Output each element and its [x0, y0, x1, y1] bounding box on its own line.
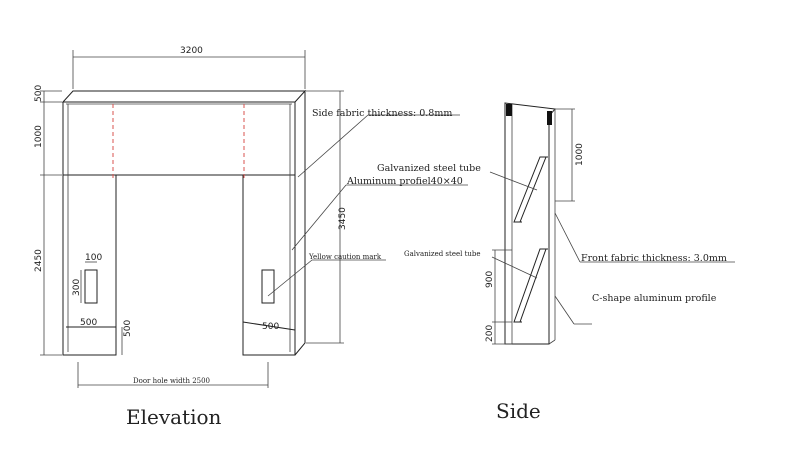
dim-slot-width-100: 100	[85, 253, 102, 263]
side-view: 1000 900 200 Galvanized steel tube Galva…	[377, 102, 735, 423]
note-front-fabric-thickness: Front fabric thickness: 3.0mm	[581, 253, 727, 264]
dim-foot-height-500: 500	[123, 320, 133, 337]
caution-slot-left	[84, 269, 98, 304]
dim-foot-right-500: 500	[262, 322, 279, 332]
dim-width-3200: 3200	[180, 46, 203, 56]
elevation-outline	[61, 89, 307, 356]
note-c-shape-aluminum: C-shape aluminum profile	[592, 293, 717, 304]
side-dim-mid-900: 900	[485, 271, 495, 288]
note-aluminum-profile: Aluminum profiel40×40	[346, 176, 463, 187]
door-hole-width-label: Door hole width 2500	[133, 377, 210, 385]
dim-top-500: 500	[34, 85, 44, 102]
side-dim-upper-1000: 1000	[575, 143, 585, 166]
dim-slot-height-300: 300	[72, 279, 82, 296]
caution-slot-right	[261, 269, 275, 304]
elevation-view: 3200 500 1000 2450 3450 100 300 500 500 …	[34, 46, 468, 429]
dim-total-3450: 3450	[338, 207, 348, 230]
note-galvanized-tube-upper: Galvanized steel tube	[377, 163, 481, 174]
dim-foot-left-500: 500	[80, 318, 97, 328]
note-side-fabric-thickness: Side fabric thickness: 0.8mm	[312, 108, 452, 119]
elevation-title: Elevation	[126, 405, 222, 429]
note-galvanized-tube-lower: Galvanized steel tube	[404, 250, 481, 258]
side-outline	[504, 102, 556, 345]
upper-steel-tube	[513, 156, 547, 223]
dim-leg-2450: 2450	[34, 249, 44, 272]
dim-head-1000: 1000	[34, 125, 44, 148]
side-top-block-left	[506, 104, 512, 116]
note-yellow-caution-mark: Yellow caution mark	[308, 253, 382, 261]
lower-steel-tube	[513, 248, 547, 323]
side-top-block-right	[547, 111, 552, 125]
side-dim-low-200: 200	[485, 325, 495, 342]
side-title: Side	[496, 399, 541, 423]
